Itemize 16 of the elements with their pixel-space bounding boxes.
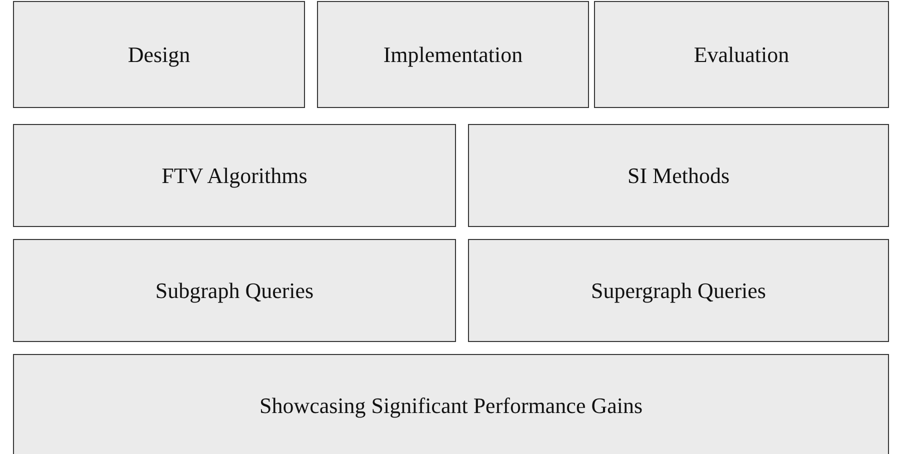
box-label: Design	[128, 42, 190, 68]
label-box	[468, 239, 889, 342]
label-box	[13, 354, 889, 454]
box-label: Implementation	[383, 42, 523, 68]
box-label: Supergraph Queries	[591, 278, 766, 304]
box-label: Evaluation	[694, 42, 790, 68]
box-label: Subgraph Queries	[155, 278, 314, 304]
label-box	[13, 124, 456, 227]
box-label: FTV Algorithms	[162, 162, 308, 188]
label-box	[13, 1, 305, 108]
label-box	[13, 239, 456, 342]
box-label: SI Methods	[627, 162, 730, 188]
label-box	[468, 124, 889, 227]
label-box	[594, 1, 889, 108]
label-box	[317, 1, 589, 108]
box-label: Showcasing Significant Performance Gains	[259, 393, 643, 419]
